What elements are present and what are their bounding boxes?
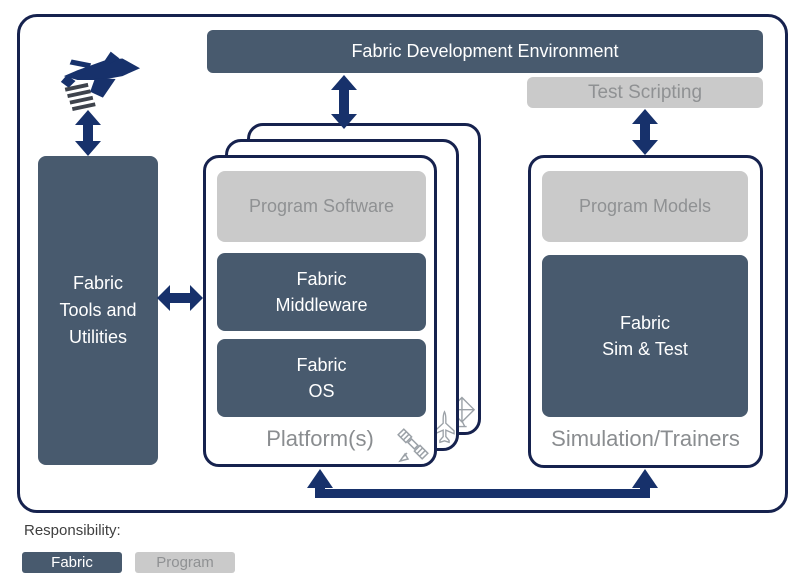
simulation-trainers-card: Program Models Fabric Sim & Test Simulat… [528,155,763,468]
legend-program-chip: Program [135,552,235,573]
fabric-tools-and-utilities-box: Fabric Tools and Utilities [38,156,158,465]
platforms-label: Platform(s) [266,426,374,451]
arrow-tools-to-platform [157,285,203,311]
airplane-icon [434,410,455,445]
fabric-os-label: Fabric OS [296,355,347,401]
legend-program-label: Program [156,554,214,571]
legend-fabric-label: Fabric [51,554,93,571]
legend-title: Responsibility: [24,522,121,539]
legend-fabric-chip: Fabric [22,552,122,573]
test-scripting-box: Test Scripting [527,77,763,108]
jet-icon [54,46,142,112]
arrow-jet-to-tools [75,110,101,156]
arrow-fde-to-platform [331,75,357,129]
program-software-box: Program Software [217,171,426,242]
fabric-os-box: Fabric OS [217,339,426,417]
fabric-development-environment-box: Fabric Development Environment [207,30,763,73]
fabric-development-environment-label: Fabric Development Environment [351,41,619,61]
program-models-label: Program Models [578,196,712,216]
fabric-middleware-box: Fabric Middleware [217,253,426,331]
fabric-sim-test-label: Fabric Sim & Test [602,313,688,359]
test-scripting-label: Test Scripting [587,81,703,103]
arrow-test-scripting-to-simulation [632,109,658,155]
fabric-middleware-label: Fabric Middleware [275,269,368,315]
program-software-label: Program Software [248,196,395,216]
arrow-platform-to-simulation [300,460,660,500]
satellite-icon [395,428,431,463]
program-models-box: Program Models [542,171,748,242]
simulation-trainers-label: Simulation/Trainers [551,426,740,451]
fabric-sim-test-box: Fabric Sim & Test [542,255,748,417]
platform-card-front: Program Software Fabric Middleware Fabri… [203,155,437,467]
fabric-tools-and-utilities-label: Fabric Tools and Utilities [59,273,137,347]
